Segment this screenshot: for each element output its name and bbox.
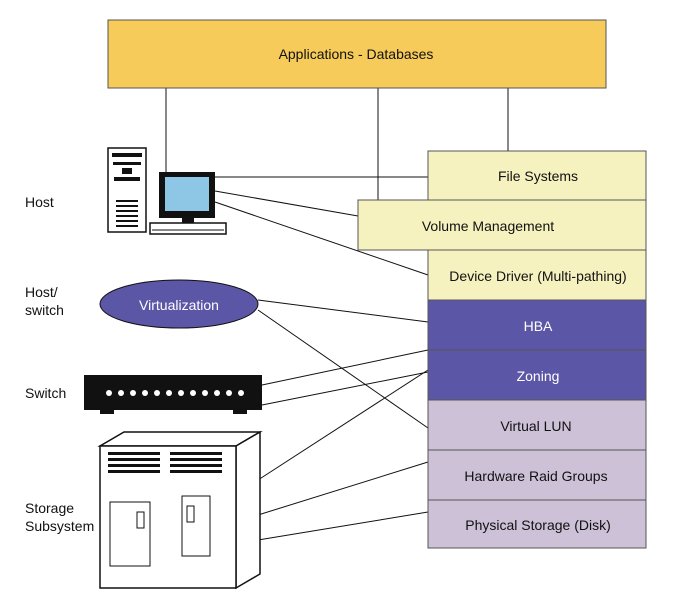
host-switch-label-line2: switch (25, 302, 64, 318)
layer-hardware-raid-label: Hardware Raid Groups (464, 468, 607, 484)
layer-volume-management-label: Volume Management (422, 218, 554, 234)
storage-cabinet-icon (97, 430, 263, 590)
monitor-icon (149, 172, 227, 235)
connector-lines (165, 88, 509, 541)
layer-volume-management (357, 199, 647, 251)
network-switch-icon (84, 375, 262, 414)
applications-label: Applications - Databases (279, 46, 434, 62)
layer-file-systems-label: File Systems (498, 168, 578, 184)
connector-host-to-volume (214, 190, 359, 217)
layer-hba-label: HBA (524, 318, 553, 334)
virtualization-ellipse (99, 279, 259, 329)
switch-label: Switch (25, 385, 67, 401)
layer-hba (427, 299, 647, 351)
layer-zoning-label: Zoning (517, 368, 560, 384)
connector-virt-to-hba (257, 299, 429, 323)
host-switch-label-line1: Host/ (25, 284, 58, 300)
connector-virt-to-vlun (257, 309, 429, 429)
connector-switch-to-hba (261, 349, 429, 386)
host-label: Host (25, 194, 54, 210)
layer-hardware-raid (427, 449, 647, 501)
connector-host-to-driver (214, 201, 429, 276)
storage-label-line2: Subsystem (25, 518, 95, 534)
connector-switch-to-zoning (261, 371, 429, 406)
virtualization-label: Virtualization (139, 297, 219, 313)
server-tower-icon (107, 147, 147, 233)
layer-physical-storage-label: Physical Storage (Disk) (465, 517, 611, 533)
layer-stack (357, 150, 647, 549)
layer-file-systems (427, 150, 647, 201)
storage-label-line1: Storage (25, 500, 75, 516)
connector-storage-to-raid (257, 461, 429, 516)
layer-virtual-lun-label: Virtual LUN (500, 418, 571, 434)
layer-virtual-lun (427, 399, 647, 451)
applications-box (107, 19, 607, 89)
layer-device-driver-label: Device Driver (Multi-pathing) (449, 268, 626, 284)
connector-storage-to-zoning (257, 369, 429, 481)
connector-storage-to-physical (257, 511, 429, 541)
layer-physical-storage (427, 499, 647, 549)
